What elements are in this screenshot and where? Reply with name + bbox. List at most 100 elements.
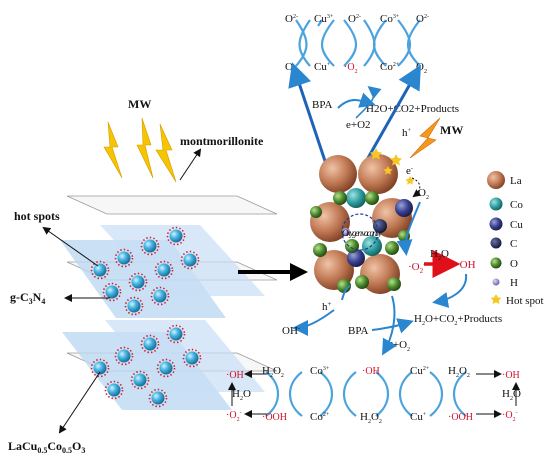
o-atom bbox=[313, 243, 327, 257]
perovskite-cluster: Oxygen vacancy bbox=[310, 148, 415, 294]
particle bbox=[104, 380, 124, 400]
top-e-arrow bbox=[355, 85, 382, 119]
bottom-top-0: H2O2 bbox=[262, 365, 284, 379]
oh-to-products-arrow bbox=[432, 273, 468, 308]
particle bbox=[128, 272, 148, 292]
particle bbox=[154, 260, 174, 280]
particle bbox=[166, 226, 186, 246]
oxygen-vacancy-label: Oxygen vacancy bbox=[342, 228, 382, 238]
bottom-left-oh: ·OH bbox=[226, 370, 244, 381]
bottom-top-4: H2O2 bbox=[448, 365, 470, 379]
svg-text:Cu: Cu bbox=[510, 219, 523, 231]
gcn-label: g-C3N4 bbox=[10, 290, 45, 306]
particle bbox=[124, 296, 144, 316]
top-e-o2-label: e+O2 bbox=[346, 119, 371, 131]
oh-minus-label: OH- bbox=[282, 325, 300, 337]
montmorillonite-label: montmorillonite bbox=[180, 134, 264, 148]
mw-label-center: MW bbox=[440, 123, 463, 137]
e-minus-arrow bbox=[411, 177, 422, 198]
top-chain-top-3: Co3+ bbox=[380, 13, 400, 25]
o-atom bbox=[387, 277, 401, 291]
particle bbox=[140, 334, 160, 354]
oxygen-vacancy-ring bbox=[341, 213, 379, 251]
o-atom bbox=[337, 279, 351, 293]
top-bpa-label: BPA bbox=[312, 99, 332, 111]
bottom-right-h2o: H2O bbox=[502, 388, 521, 402]
la-atom bbox=[319, 155, 357, 193]
particle bbox=[114, 248, 134, 268]
o-atom bbox=[310, 206, 322, 218]
mw-label-left: MW bbox=[128, 97, 151, 111]
particle bbox=[150, 286, 170, 306]
catalyst-particles bbox=[90, 226, 202, 408]
h-up-arrow bbox=[341, 285, 351, 301]
cu-atom bbox=[347, 249, 365, 267]
bottom-right-o2: ·O2- bbox=[502, 410, 518, 423]
star-icon bbox=[405, 176, 415, 185]
h-plus-top: h+ bbox=[402, 127, 412, 139]
particle bbox=[90, 358, 110, 378]
star-icon bbox=[490, 294, 502, 304]
particle bbox=[102, 282, 122, 302]
hot-spots-label: hot spots bbox=[14, 209, 60, 223]
top-products-label: H2O+CO2+Products bbox=[366, 103, 459, 115]
bottom-bottom-0: ·OOH bbox=[262, 412, 287, 423]
oh-radical-label: ·OH bbox=[456, 259, 476, 271]
montmorillonite-arrow bbox=[179, 148, 202, 181]
h2o-label-center: H2O bbox=[430, 248, 449, 262]
legend-item-o: O bbox=[490, 257, 518, 270]
top-bpa-arrow bbox=[337, 92, 376, 109]
microwave-bolts bbox=[103, 117, 177, 183]
o-atom bbox=[365, 191, 379, 205]
legend-item-c: C bbox=[490, 237, 517, 250]
e-minus-label: e- bbox=[406, 165, 413, 177]
center-annotations: h+ MW e- O2 ·O2- H2O ·OH h+ OH- BPA H2O+… bbox=[282, 117, 502, 356]
svg-text:La: La bbox=[510, 175, 522, 187]
transition-arrow bbox=[238, 263, 308, 281]
o-atom bbox=[333, 191, 347, 205]
bottom-top-3: Cu2+ bbox=[410, 365, 430, 377]
top-chain-bottom-1: Cu+ bbox=[314, 61, 331, 73]
legend-item-cu: Cu bbox=[489, 217, 523, 231]
bottom-redox-chain: ·OH H2O ·O2- H2O2 Co3+ ·OH Cu2+ H2O2 ·OO… bbox=[226, 365, 521, 425]
o2-label: O2 bbox=[418, 187, 429, 201]
bottom-bottom-3: Cu+ bbox=[410, 411, 427, 423]
legend-item-co: Co bbox=[489, 197, 523, 211]
h-plus-to-oh-arrow bbox=[292, 309, 335, 336]
top-chain-top-0: O2- bbox=[285, 13, 298, 25]
bpa-center-arrow bbox=[371, 318, 414, 334]
particle bbox=[140, 236, 160, 256]
top-chain-bottom-3: Co2+ bbox=[380, 61, 400, 73]
catalyst-formula-arrow bbox=[58, 371, 101, 434]
h-atom bbox=[342, 228, 350, 236]
particle bbox=[90, 260, 110, 280]
o-atom bbox=[355, 275, 369, 289]
star-icon bbox=[383, 166, 393, 175]
c-atom bbox=[373, 219, 387, 233]
bpa-center-label: BPA bbox=[348, 325, 368, 337]
catalyst-formula-label: LaCu0.5Co0.5O3 bbox=[8, 439, 85, 455]
bolt-icon bbox=[155, 123, 177, 183]
cu-atom bbox=[395, 199, 413, 217]
bottom-top-2: ·OH bbox=[362, 366, 380, 377]
particle bbox=[130, 370, 150, 390]
svg-text:Co: Co bbox=[510, 199, 523, 211]
o2-arrow bbox=[396, 201, 421, 256]
bottom-left-h2o: H2O bbox=[232, 388, 251, 402]
star-icon bbox=[370, 148, 382, 160]
co-atom bbox=[346, 188, 366, 208]
bottom-right-oh: ·OH bbox=[502, 370, 520, 381]
hot-spots-arrow bbox=[42, 226, 99, 267]
particle bbox=[166, 324, 186, 344]
particle bbox=[114, 346, 134, 366]
legend-item-la: La bbox=[487, 171, 522, 189]
bolt-mw-icon bbox=[409, 117, 441, 159]
star-icon bbox=[390, 154, 402, 166]
particle bbox=[180, 250, 200, 270]
particle bbox=[156, 358, 176, 378]
top-chain-bottom-2: ·O2 bbox=[344, 62, 358, 75]
h-plus-bottom: h+ bbox=[322, 300, 332, 313]
o2-radical-label: ·O2- bbox=[408, 260, 426, 275]
legend-item-h: H bbox=[492, 277, 518, 289]
